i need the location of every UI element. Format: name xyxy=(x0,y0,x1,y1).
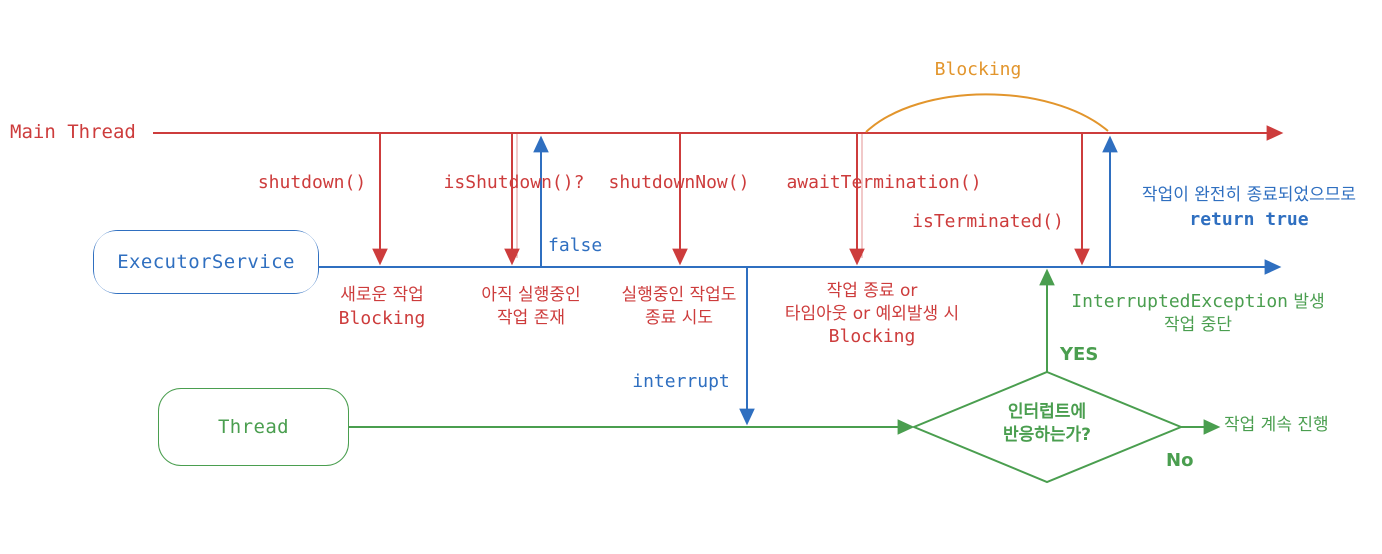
interrupted-exception-line2: 작업 중단 xyxy=(1164,314,1232,335)
interrupt-label: interrupt xyxy=(632,371,730,392)
call-label-shutdown: shutdown() xyxy=(257,172,367,193)
call-label-is-terminated: isTerminated() xyxy=(912,211,1064,232)
note-shutdown-now-line1: 실행중인 작업도 xyxy=(621,285,737,305)
yes-label: YES xyxy=(1060,344,1099,365)
decision-label[interactable]: 인터럽트에 반응하는가? xyxy=(1003,402,1091,445)
no-outcome-label: 작업 계속 진행 xyxy=(1224,415,1329,435)
interrupted-exception-note: InterruptedException 발생 작업 중단 xyxy=(1071,291,1324,336)
main-thread-label: Main Thread xyxy=(10,121,136,143)
note-is-shutdown: 아직 실행중인 작업 존재 xyxy=(481,285,580,328)
note-is-shutdown-line2: 작업 존재 xyxy=(497,307,565,328)
note-await-termination-line3: Blocking xyxy=(828,326,916,348)
return-label-false: false xyxy=(548,235,603,256)
decision-diamond-shape xyxy=(911,370,1184,484)
thread-box-label: Thread xyxy=(217,416,290,438)
note-is-shutdown-line1: 아직 실행중인 xyxy=(481,285,581,305)
decision-label-line1: 인터럽트에 xyxy=(1007,402,1087,422)
interrupted-exception-code: InterruptedException xyxy=(1071,291,1289,312)
blocking-arc-label: Blocking xyxy=(934,59,1022,80)
call-label-is-shutdown: isShutdown()? xyxy=(443,172,585,193)
call-arrow-is-shutdown xyxy=(504,133,520,266)
note-shutdown-line1: 새로운 작업 xyxy=(340,285,424,305)
note-await-termination-line1: 작업 종료 or xyxy=(826,281,918,301)
call-label-shutdown-now: shutdownNow() xyxy=(608,172,750,193)
decision-label-line2: 반응하는가? xyxy=(1002,424,1092,445)
note-shutdown-now: 실행중인 작업도 종료 시도 xyxy=(622,285,737,328)
executor-service-box-label: ExecutorService xyxy=(117,251,295,273)
note-await-termination-line2: 타임아웃 or 예외발생 시 xyxy=(784,303,960,324)
thread-box[interactable]: Thread xyxy=(159,389,348,465)
return-true-note-line1: 작업이 완전히 종료되었으므로 xyxy=(1141,185,1357,205)
blocking-arc-shape xyxy=(865,93,1109,133)
return-true-note-line2: return true xyxy=(1189,208,1309,230)
call-arrow-await-termination xyxy=(849,133,865,266)
call-label-await-termination: awaitTermination() xyxy=(786,172,982,193)
note-shutdown-now-line2: 종료 시도 xyxy=(645,307,713,328)
no-label: No xyxy=(1166,450,1194,471)
note-shutdown: 새로운 작업 Blocking xyxy=(339,285,426,330)
executor-service-box[interactable]: ExecutorService xyxy=(94,231,318,293)
interrupted-exception-suffix: 발생 xyxy=(1288,292,1325,312)
return-true-note: 작업이 완전히 종료되었으므로 return true xyxy=(1142,185,1356,231)
interrupted-exception-line1: InterruptedException 발생 xyxy=(1071,291,1324,313)
note-shutdown-line2: Blocking xyxy=(338,307,426,329)
note-await-termination: 작업 종료 or 타임아웃 or 예외발생 시 Blocking xyxy=(785,281,959,348)
